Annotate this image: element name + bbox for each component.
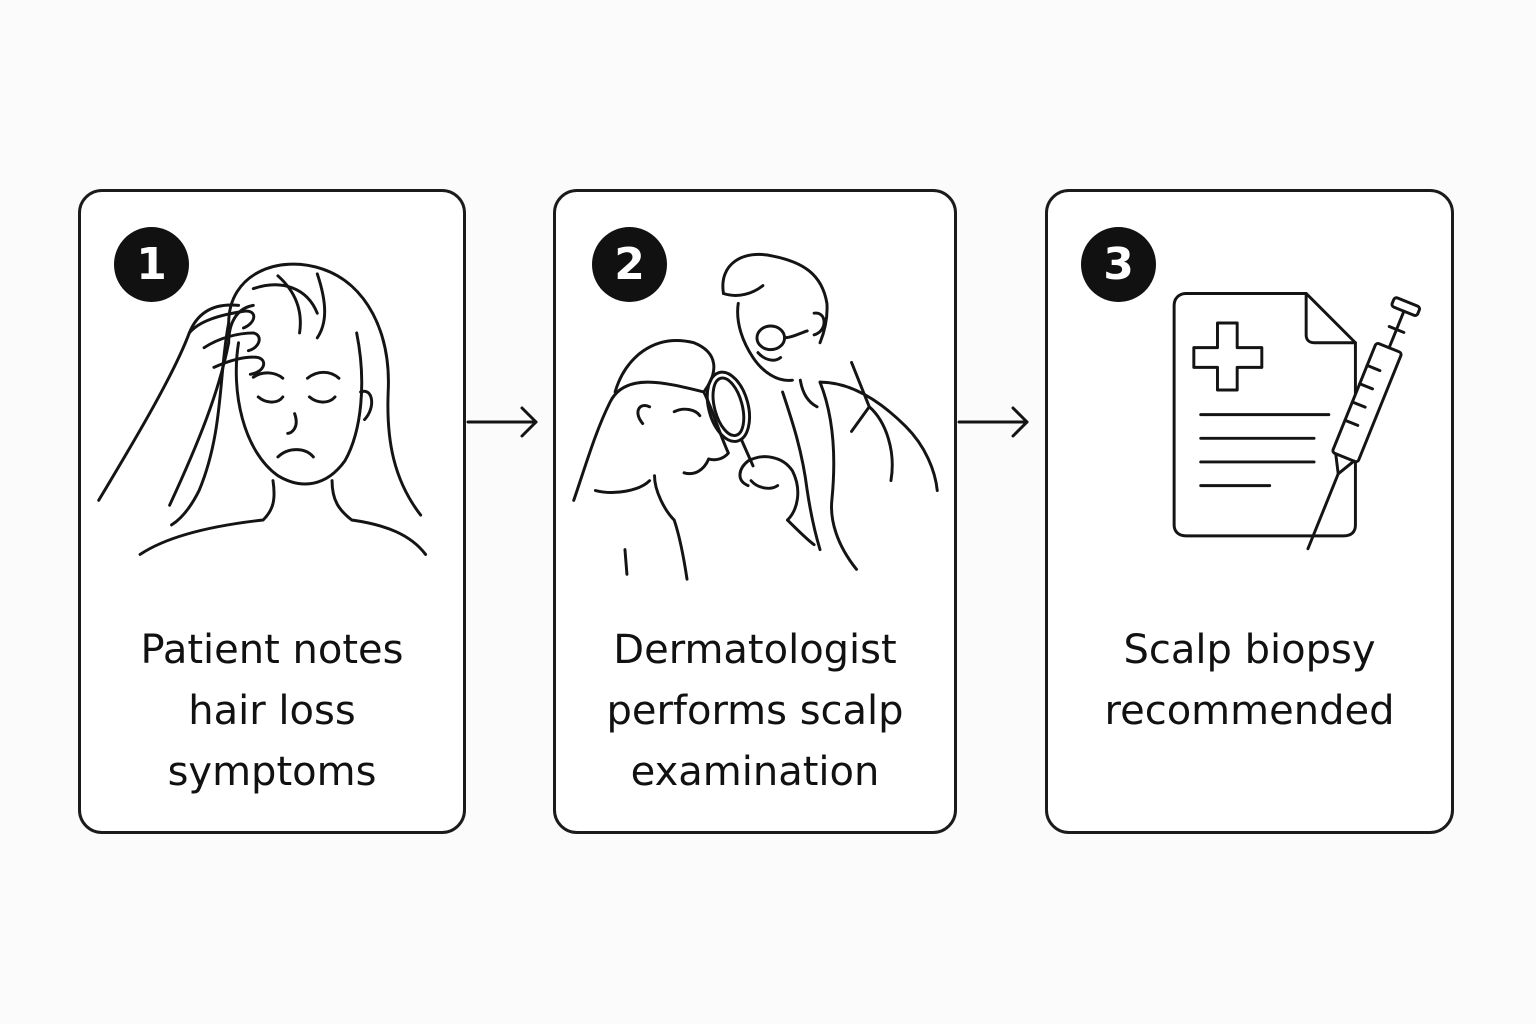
step-number-badge: 3 (1081, 227, 1156, 302)
medical-report-syringe-icon (1172, 291, 1421, 551)
arrow-right-icon (466, 406, 538, 438)
caption-line: symptoms (167, 749, 377, 795)
worried-patient-icon (97, 262, 428, 556)
caption-line: performs scalp (606, 688, 904, 734)
step-number-badge: 2 (592, 227, 667, 302)
caption-line: examination (630, 749, 880, 795)
caption-line: Dermatologist (613, 627, 897, 673)
arrow-right-icon (957, 406, 1029, 438)
step-caption: Patient notes hair loss symptoms (81, 620, 463, 803)
caption-line: Patient notes (140, 627, 404, 673)
caption-line: hair loss (188, 688, 356, 734)
step-card-1: 1 (78, 189, 466, 834)
step-card-3: 3 (1045, 189, 1454, 834)
caption-line: Scalp biopsy (1123, 627, 1376, 673)
step-number-badge: 1 (114, 227, 189, 302)
step-caption: Scalp biopsy recommended (1048, 620, 1451, 742)
dermatologist-examining-icon (572, 252, 939, 581)
step-caption: Dermatologist performs scalp examination (556, 620, 954, 803)
step-card-2: 2 (553, 189, 957, 834)
caption-line: recommended (1104, 688, 1395, 734)
